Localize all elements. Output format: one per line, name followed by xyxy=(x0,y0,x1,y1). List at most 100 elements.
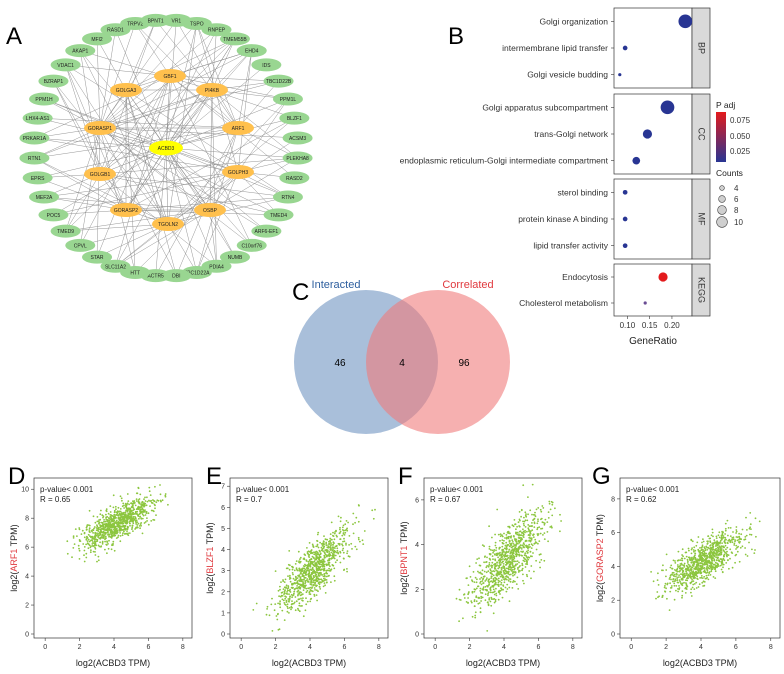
scatter-point xyxy=(324,584,326,587)
scatter-point xyxy=(308,587,310,590)
scatter-point xyxy=(322,542,325,545)
scatter-point xyxy=(693,546,696,549)
scatter-point xyxy=(135,508,138,511)
y-label-prefix: log2( xyxy=(205,574,215,594)
network-edge xyxy=(99,127,211,211)
scatter-y-tick-label: 6 xyxy=(25,545,29,552)
scatter-point xyxy=(549,526,552,528)
scatter-point xyxy=(314,574,317,577)
scatter-point xyxy=(703,563,706,566)
scatter-point xyxy=(529,555,532,558)
scatter-point xyxy=(134,516,137,518)
scatter-point xyxy=(333,579,336,582)
scatter-point xyxy=(318,585,321,588)
network-edge xyxy=(37,147,167,179)
scatter-point xyxy=(530,577,532,580)
scatter-point xyxy=(493,550,495,552)
scatter-point xyxy=(83,560,86,563)
scatter-point xyxy=(750,533,753,536)
network-inner-node: OSBP xyxy=(194,203,226,217)
scatter-point xyxy=(286,593,289,595)
scatter-point xyxy=(108,519,111,522)
network-edge xyxy=(155,147,167,276)
scatter-point xyxy=(97,555,100,558)
scatter-point xyxy=(305,597,307,600)
scatter-point xyxy=(720,561,723,564)
scatter-point xyxy=(693,575,696,578)
scatter-point xyxy=(489,589,492,592)
scatter-point xyxy=(529,539,532,542)
network-outer-node: AKAP1 xyxy=(65,44,96,58)
counts-legend-title: Counts xyxy=(716,168,743,178)
scatter-point xyxy=(113,515,116,518)
scatter-point xyxy=(671,567,674,570)
scatter-point xyxy=(300,580,303,583)
scatter-point xyxy=(547,540,549,543)
scatter-point xyxy=(712,535,714,538)
scatter-point xyxy=(526,519,529,522)
scatter-point xyxy=(488,553,491,555)
scatter-point xyxy=(527,513,529,516)
network-edge xyxy=(65,209,211,232)
scatter-point xyxy=(123,528,125,531)
scatter-point xyxy=(332,544,334,546)
scatter-point xyxy=(357,536,360,539)
scatter-point xyxy=(293,588,296,591)
scatter-point xyxy=(124,502,127,505)
scatter-point xyxy=(708,547,711,550)
scatter-point xyxy=(305,603,308,606)
network-edge xyxy=(99,29,116,129)
scatter-point xyxy=(306,578,309,580)
scatter-point xyxy=(688,566,691,568)
scatter-point xyxy=(107,547,110,550)
scatter-point xyxy=(540,517,543,520)
scatter-point xyxy=(309,598,312,600)
go-term-label: protein kinase A binding xyxy=(518,214,608,224)
network-edge xyxy=(196,23,239,129)
network-edge xyxy=(99,38,236,175)
scatter-point xyxy=(734,539,737,541)
scatter-point xyxy=(487,604,490,607)
scatter-point xyxy=(278,595,280,598)
scatter-point xyxy=(707,574,710,576)
scatter-point xyxy=(473,581,476,583)
scatter-point xyxy=(518,554,521,557)
scatter-point xyxy=(723,539,726,541)
scatter-point xyxy=(725,548,727,551)
network-outer-node: ARF6-EF1 xyxy=(251,224,282,238)
scatter-point xyxy=(459,599,462,601)
scatter-point xyxy=(92,515,95,518)
scatter-point xyxy=(509,580,512,583)
scatter-point xyxy=(152,518,155,521)
scatter-point xyxy=(110,526,113,529)
network-node-label: PDIA4 xyxy=(209,264,224,270)
scatter-point xyxy=(312,581,315,584)
scatter-point xyxy=(745,534,748,537)
scatter-point xyxy=(699,550,701,553)
scatter-point xyxy=(721,563,723,566)
scatter-point xyxy=(94,537,96,539)
scatter-point xyxy=(114,534,117,537)
scatter-point xyxy=(286,587,289,590)
scatter-point xyxy=(736,546,738,549)
scatter-point xyxy=(302,615,305,618)
scatter-point xyxy=(307,573,310,576)
scatter-point xyxy=(476,578,478,581)
network-edge xyxy=(211,50,252,91)
scatter-point xyxy=(136,510,139,513)
scatter-point xyxy=(682,564,685,567)
scatter-point xyxy=(91,541,94,543)
scatter-point xyxy=(295,576,297,579)
go-dot xyxy=(660,100,675,115)
scatter-point xyxy=(328,552,331,554)
scatter-point xyxy=(301,593,304,595)
scatter-point xyxy=(101,541,104,544)
scatter-point xyxy=(333,557,336,560)
scatter-point xyxy=(685,588,688,590)
scatter-point xyxy=(98,545,101,548)
scatter-point xyxy=(525,550,528,553)
network-edge xyxy=(99,173,279,216)
scatter-point xyxy=(299,580,301,583)
scatter-point xyxy=(706,548,709,551)
scatter-point xyxy=(481,544,484,546)
